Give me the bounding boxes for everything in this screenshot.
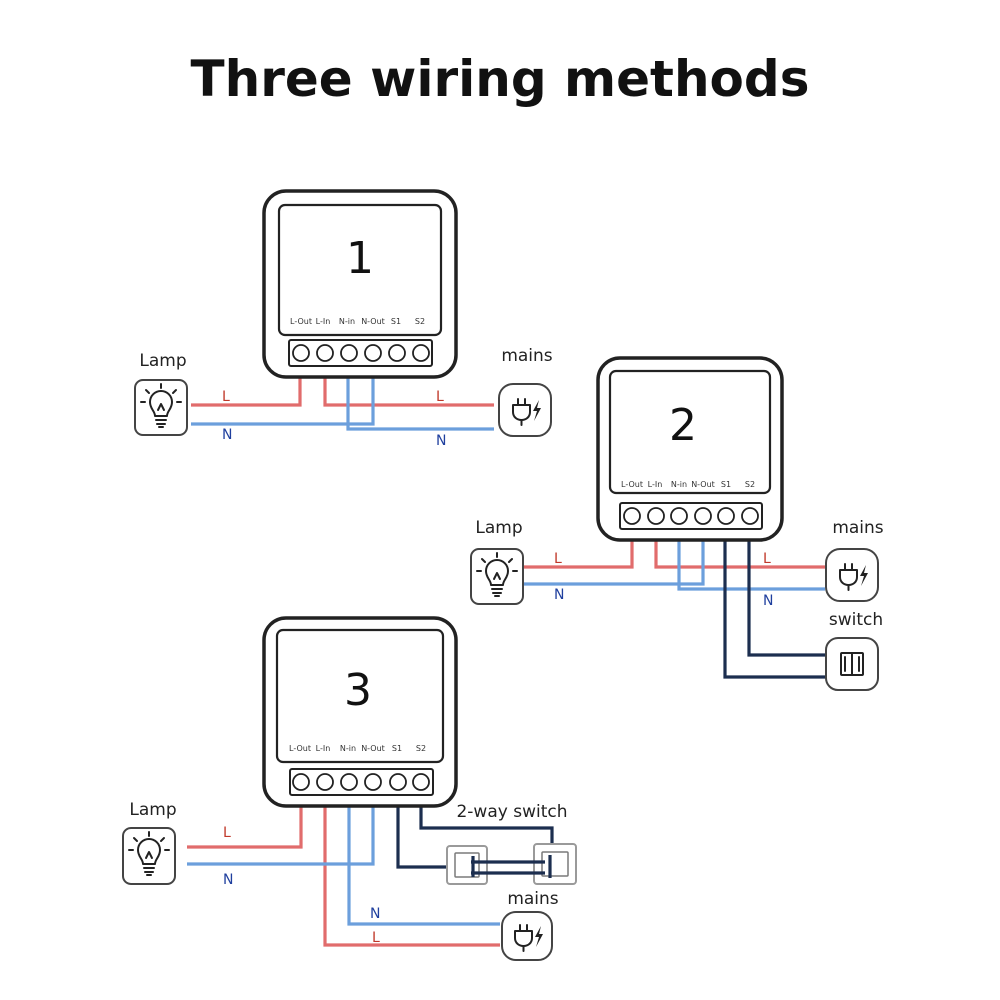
lamp-icon <box>134 379 188 436</box>
terminal-label-l-out: L-Out <box>621 480 643 489</box>
terminal-screws <box>292 344 430 362</box>
terminal-l-out <box>623 507 641 525</box>
mains-live-wire-label: L <box>763 551 771 567</box>
lamp-icon <box>122 827 176 885</box>
terminal-label-n-out: N-Out <box>361 744 385 753</box>
terminal-label-l-in: L-In <box>316 317 331 326</box>
two-way-switch-label: 2-way switch <box>456 802 567 822</box>
switch-wire-s1 <box>723 521 826 679</box>
two-way-switch-right <box>533 843 577 885</box>
lamp-label: Lamp <box>139 351 186 371</box>
diagram-3: 3 L-Out L-In N-in N-Out S1 S2 <box>122 616 577 961</box>
smart-switch-module: 1 L-Out L-In N-in N-Out S1 S2 <box>262 189 458 379</box>
terminal-s2 <box>412 344 430 362</box>
plug-icon <box>501 911 553 961</box>
switch-interconnect-wires <box>471 855 552 878</box>
terminal-l-in <box>647 507 665 525</box>
diagram-number: 3 <box>344 665 372 716</box>
terminal-label-s1: S1 <box>721 480 731 489</box>
terminal-s1 <box>717 507 735 525</box>
mains-neutral-wire-label: N <box>436 433 446 449</box>
terminal-s2 <box>741 507 759 525</box>
terminal-block <box>288 339 433 367</box>
terminal-label-s1: S1 <box>392 744 402 753</box>
mains-label: mains <box>507 889 558 909</box>
page-title: Three wiring methods <box>191 50 810 108</box>
terminal-l-in <box>316 773 334 791</box>
terminal-label-n-in: N-in <box>340 744 356 753</box>
terminal-label-l-in: L-In <box>648 480 663 489</box>
terminal-n-out <box>364 344 382 362</box>
lamp-live-wire-label: L <box>223 825 231 841</box>
terminal-label-l-out: L-Out <box>290 317 312 326</box>
diagram-number: 1 <box>346 233 374 284</box>
terminal-label-l-out: L-Out <box>289 744 311 753</box>
lamp-neutral-wire-label: N <box>554 587 564 603</box>
switch-label: switch <box>829 610 883 630</box>
diagram-1: 1 L-Out L-In N-in N-Out S1 S2 Lamp <box>134 189 553 449</box>
module-face <box>277 203 443 337</box>
smart-switch-module: 3 L-Out L-In N-in N-Out S1 S2 <box>262 616 458 808</box>
two-way-switch-left <box>446 845 488 885</box>
terminal-n-in <box>670 507 688 525</box>
terminal-block <box>619 502 763 530</box>
mains-live-wire-label: L <box>372 930 380 946</box>
switch-wire-s2 <box>747 521 826 657</box>
lamp-neutral-wire-label: N <box>222 427 232 443</box>
lamp-label: Lamp <box>475 518 522 538</box>
lamp-icon <box>470 548 524 605</box>
terminal-s2 <box>412 773 430 791</box>
lamp-live-wire-label: L <box>222 389 230 405</box>
terminal-label-n-out: N-Out <box>691 480 715 489</box>
terminal-n-out <box>694 507 712 525</box>
terminal-l-out <box>292 344 310 362</box>
terminal-n-in <box>340 773 358 791</box>
mains-neutral-wire <box>677 521 825 591</box>
module-face <box>608 369 772 495</box>
terminal-label-n-in: N-in <box>339 317 355 326</box>
mains-label: mains <box>501 346 552 366</box>
lamp-label: Lamp <box>129 800 176 820</box>
terminal-screws <box>623 507 759 525</box>
terminal-s1 <box>389 773 407 791</box>
wall-switch-icon <box>825 637 879 691</box>
lamp-neutral-wire <box>187 788 375 866</box>
terminal-label-l-in: L-In <box>316 744 331 753</box>
mains-live-wire-label: L <box>436 389 444 405</box>
terminal-screws <box>292 773 430 791</box>
terminal-block <box>289 768 434 796</box>
diagram-2: 2 L-Out L-In N-in N-Out S1 S2 Lamp <box>470 356 884 691</box>
terminal-label-s2: S2 <box>745 480 755 489</box>
terminal-l-in <box>316 344 334 362</box>
module-face <box>275 628 445 764</box>
mains-label: mains <box>832 518 883 538</box>
terminal-label-n-in: N-in <box>671 480 687 489</box>
diagram-number: 2 <box>669 400 697 451</box>
terminal-label-s2: S2 <box>416 744 426 753</box>
mains-neutral-wire <box>347 788 500 926</box>
plug-icon <box>825 548 879 602</box>
lamp-live-wire-label: L <box>554 551 562 567</box>
mains-live-wire <box>323 788 500 947</box>
terminal-label-s2: S2 <box>415 317 425 326</box>
mains-neutral-wire-label: N <box>763 593 773 609</box>
smart-switch-module: 2 L-Out L-In N-in N-Out S1 S2 <box>596 356 784 542</box>
terminal-n-in <box>340 344 358 362</box>
terminal-l-out <box>292 773 310 791</box>
lamp-neutral-wire <box>523 521 705 586</box>
plug-icon <box>498 383 552 437</box>
terminal-n-out <box>364 773 382 791</box>
switch-wire-s1 <box>396 788 467 869</box>
terminal-s1 <box>388 344 406 362</box>
terminal-label-n-out: N-Out <box>361 317 385 326</box>
terminal-label-s1: S1 <box>391 317 401 326</box>
mains-neutral-wire-label: N <box>370 906 380 922</box>
lamp-neutral-wire-label: N <box>223 872 233 888</box>
